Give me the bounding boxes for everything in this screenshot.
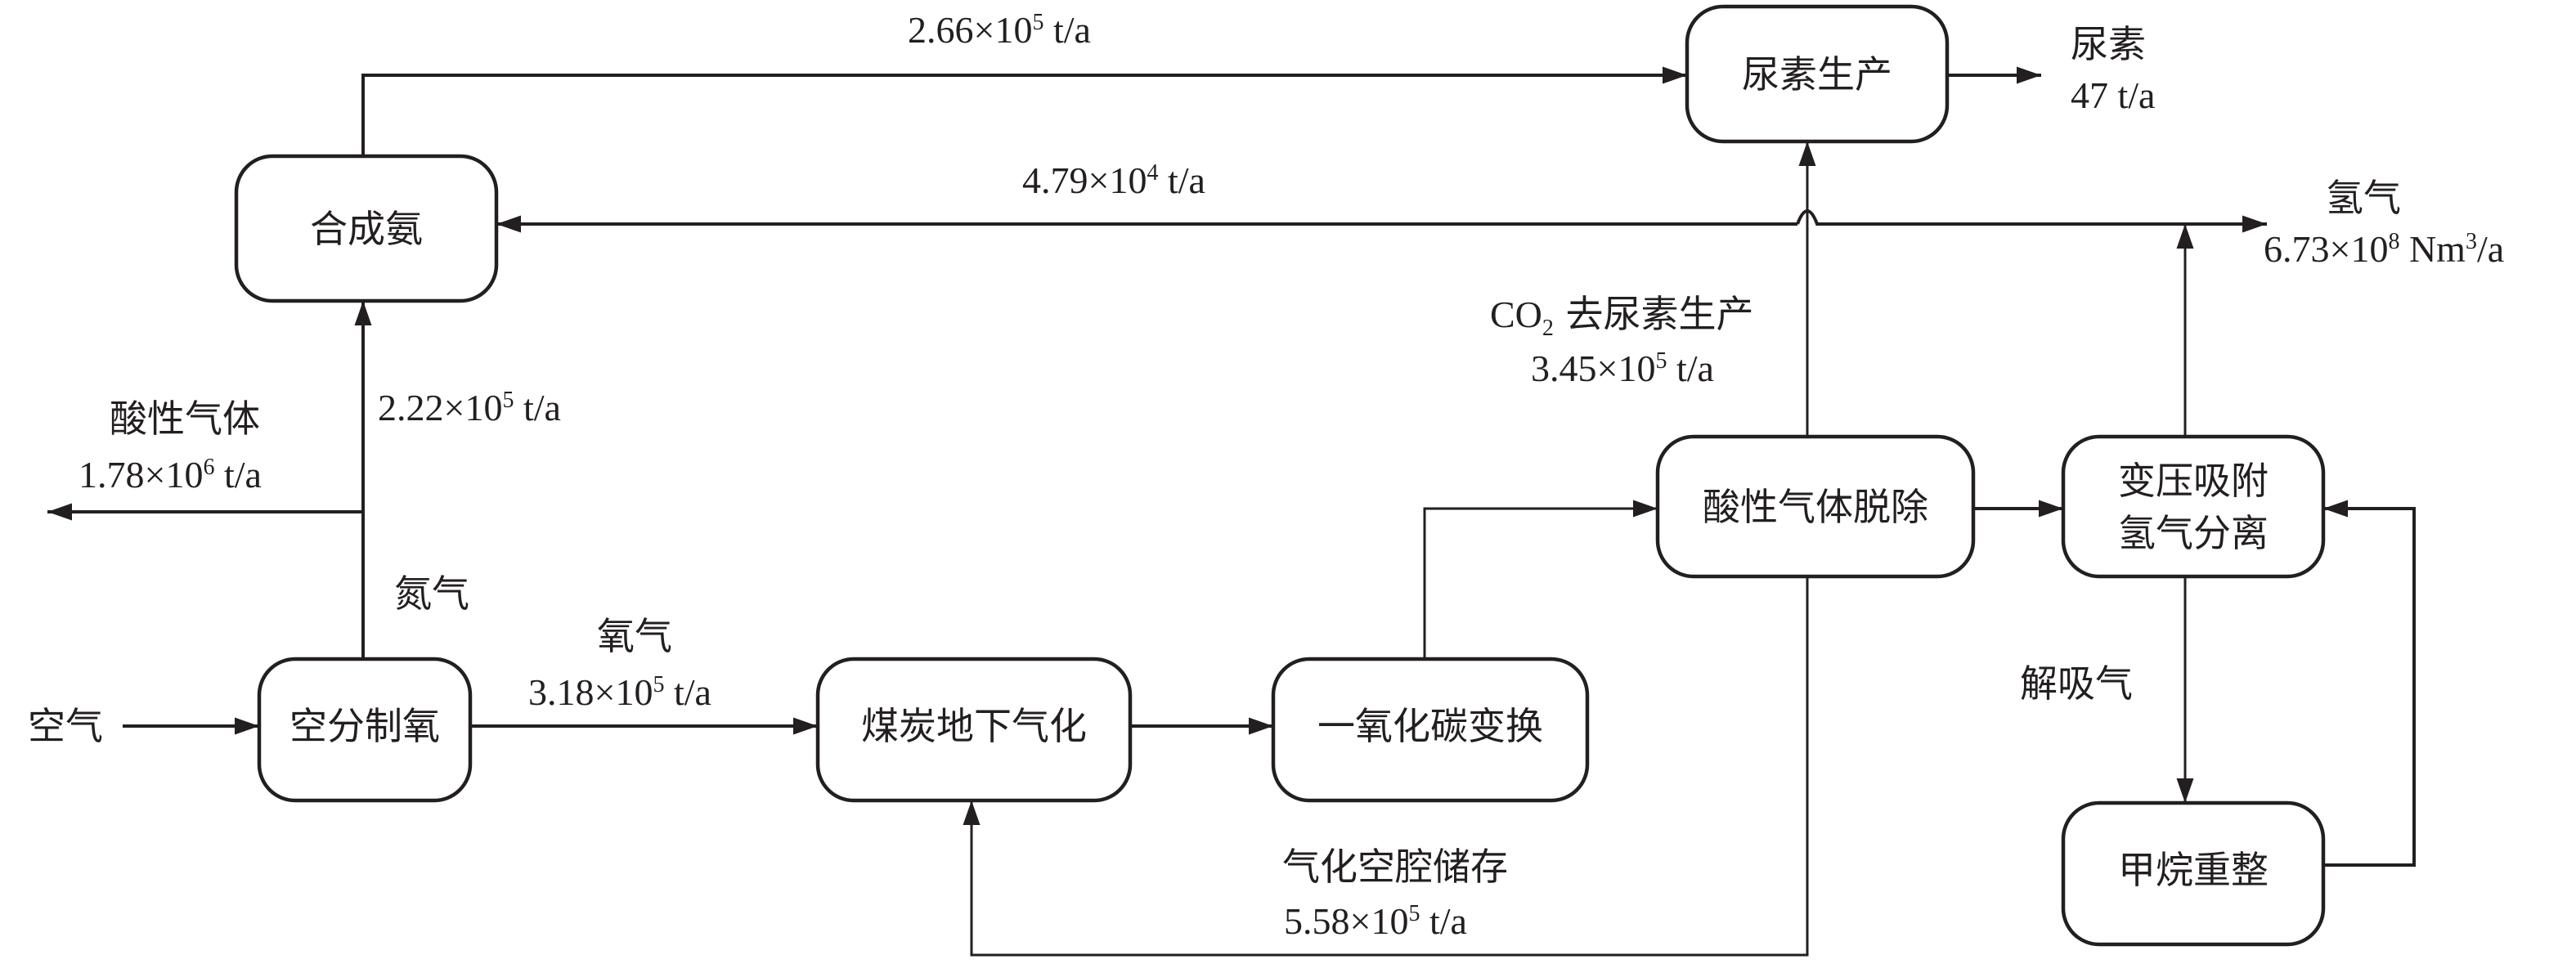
node-label: 煤炭地下气化 bbox=[861, 704, 1087, 748]
flow-ammonia-to-urea bbox=[361, 66, 1687, 156]
label-oxygen-value: 3.18×105 t/a bbox=[528, 671, 711, 713]
node-label: 空分制氧 bbox=[289, 704, 440, 748]
node-co-shift: 一氧化碳变换 bbox=[1271, 657, 1590, 803]
label-hydrogen-to-ammonia: 4.79×104 t/a bbox=[1022, 159, 1205, 201]
flow-shift-to-agr bbox=[1423, 500, 1658, 659]
node-label: 尿素生产 bbox=[1742, 52, 1892, 96]
node-acid-gas-removal: 酸性气体脱除 bbox=[1655, 434, 1976, 579]
node-label: 氢气分离 bbox=[2118, 511, 2269, 555]
label-urea-product-value: 47 t/a bbox=[2071, 74, 2155, 116]
label-acid-gas-name: 酸性气体 bbox=[110, 397, 260, 441]
node-label: 变压吸附 bbox=[2118, 459, 2269, 503]
label-ammonia-to-urea: 2.66×105 t/a bbox=[908, 9, 1091, 51]
node-label: 合成氨 bbox=[310, 207, 423, 251]
label-co2-to-urea-value: 3.45×105 t/a bbox=[1531, 347, 1714, 389]
node-label: 甲烷重整 bbox=[2118, 848, 2269, 892]
label-cavity-storage-value: 5.58×105 t/a bbox=[1284, 900, 1467, 942]
node-psa-hydrogen-separation: 变压吸附 氢气分离 bbox=[2061, 434, 2326, 579]
label-acid-gas-value: 1.78×106 t/a bbox=[79, 454, 262, 495]
label-desorption-gas: 解吸气 bbox=[2020, 661, 2133, 706]
node-ammonia-synthesis: 合成氨 bbox=[234, 154, 499, 303]
node-methane-reforming: 甲烷重整 bbox=[2061, 800, 2326, 947]
flow-reforming-return bbox=[2323, 500, 2416, 867]
node-label: 一氧化碳变换 bbox=[1317, 704, 1543, 748]
node-label: 酸性气体脱除 bbox=[1703, 485, 1928, 529]
label-hydrogen-product-name: 氢气 bbox=[2326, 176, 2401, 220]
label-nitrogen: 氮气 bbox=[394, 572, 469, 616]
label-hydrogen-product-value: 6.73×108 Nm3/a bbox=[2264, 228, 2504, 270]
flow-cavity-storage bbox=[963, 576, 1809, 957]
flow-hydrogen-product bbox=[1796, 208, 2267, 233]
label-air: 空气 bbox=[28, 704, 103, 748]
label-co2-to-urea-name: CO2 去尿素生产 bbox=[1490, 292, 1754, 341]
node-urea-production: 尿素生产 bbox=[1685, 4, 1950, 144]
label-oxygen-name: 氧气 bbox=[597, 614, 672, 658]
node-air-separation: 空分制氧 bbox=[257, 657, 473, 803]
label-nitrogen-to-ammonia: 2.22×105 t/a bbox=[378, 387, 561, 428]
label-urea-product-name: 尿素 bbox=[2071, 22, 2146, 66]
label-cavity-storage-name: 气化空腔储存 bbox=[1282, 845, 1508, 889]
node-underground-coal-gasification: 煤炭地下气化 bbox=[815, 657, 1133, 803]
